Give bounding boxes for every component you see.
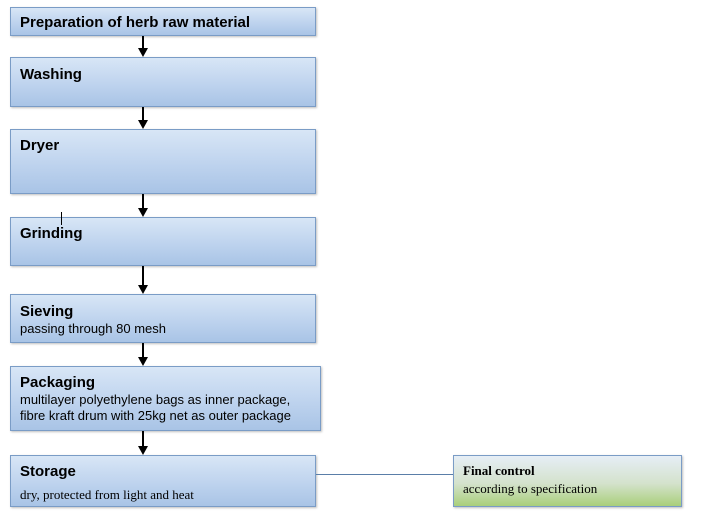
step-title: Grinding <box>20 225 83 242</box>
step-detail-line: fibre kraft drum with 25kg net as outer … <box>20 408 291 423</box>
step-title: Dryer <box>20 137 60 154</box>
flow-arrow <box>138 343 148 366</box>
step-storage: Storage dry, protected from light and he… <box>10 455 316 507</box>
step-washing: Washing <box>10 57 316 107</box>
flow-arrow <box>138 36 148 57</box>
step-preparation: Preparation of herb raw material <box>10 7 316 36</box>
step-title: Packaging <box>20 374 96 391</box>
final-control-title: Final control <box>463 463 535 478</box>
final-control-box: Final control according to specification <box>453 455 682 507</box>
step-dryer: Dryer <box>10 129 316 194</box>
step-detail: passing through 80 mesh <box>20 321 166 336</box>
step-detail: dry, protected from light and heat <box>20 487 194 502</box>
step-title: Sieving <box>20 303 74 320</box>
text-cursor <box>61 212 62 225</box>
step-sieving: Sieving passing through 80 mesh <box>10 294 316 343</box>
flow-arrow <box>138 266 148 294</box>
step-title: Washing <box>20 66 82 83</box>
flow-arrow <box>138 194 148 217</box>
flow-arrow <box>138 431 148 455</box>
step-packaging: Packaging multilayer polyethylene bags a… <box>10 366 321 431</box>
step-grinding: Grinding <box>10 217 316 266</box>
connector-line <box>316 474 453 475</box>
step-title: Storage <box>20 463 76 480</box>
final-control-detail: according to specification <box>463 481 598 496</box>
step-title: Preparation of herb raw material <box>20 14 251 31</box>
step-detail-line: multilayer polyethylene bags as inner pa… <box>20 392 291 407</box>
flow-arrow <box>138 107 148 129</box>
